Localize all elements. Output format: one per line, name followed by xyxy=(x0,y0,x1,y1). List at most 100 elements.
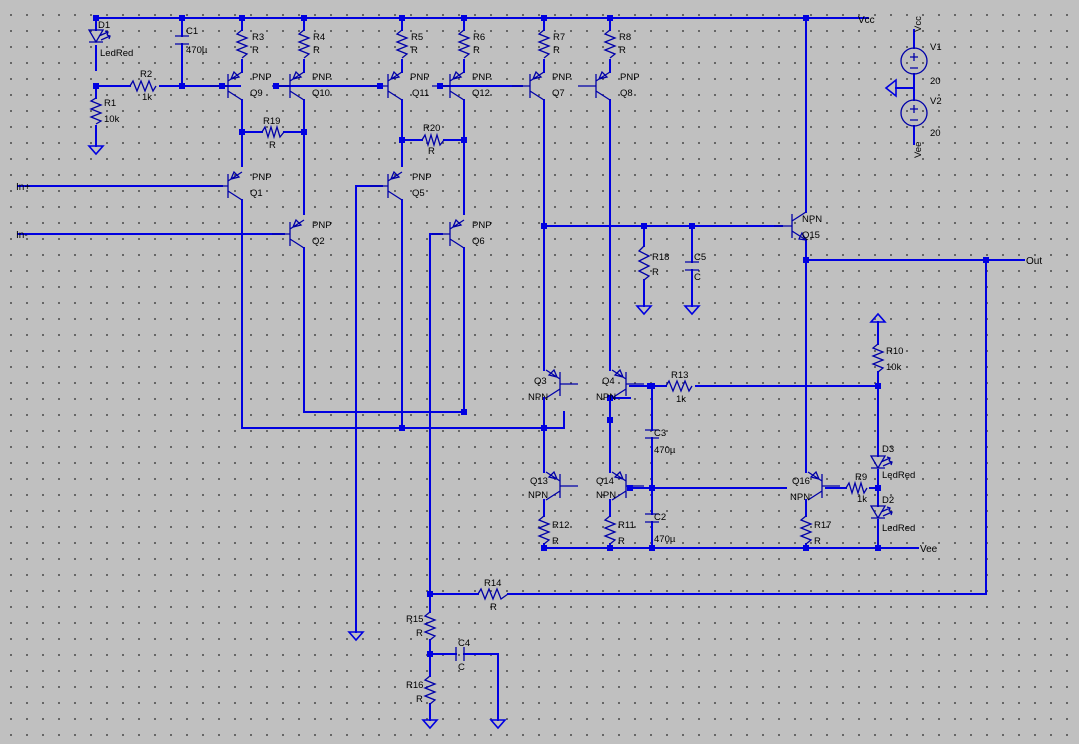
junction-dot xyxy=(649,545,655,551)
junction-dot xyxy=(541,545,547,551)
junction-dot xyxy=(461,409,467,415)
transistor-q1-name: Q1 xyxy=(250,188,263,199)
resistor-r19-name: R19 xyxy=(263,116,280,127)
transistor-q9-name: Q9 xyxy=(250,88,263,99)
resistor-r1-name: R1 xyxy=(104,98,116,109)
transistor-q10-type: PNP xyxy=(312,72,332,83)
transistor-q3 xyxy=(545,368,578,399)
resistor-r4-name: R4 xyxy=(313,32,325,43)
transistor-q3-type: NPN xyxy=(528,392,548,403)
capacitor-c3-name: C3 xyxy=(654,428,666,439)
transistor-q4-name: Q4 xyxy=(602,376,615,387)
resistor-r18-value: R xyxy=(652,267,659,278)
transistor-q3-name: Q3 xyxy=(534,376,547,387)
resistor-r5-value: R xyxy=(411,45,418,56)
transistor-q6 xyxy=(432,218,465,249)
junction-dot xyxy=(541,15,547,21)
transistor-q15-type: NPN xyxy=(802,214,822,225)
junction-dot xyxy=(399,425,405,431)
transistor-q1 xyxy=(210,170,243,201)
resistor-r11-value: R xyxy=(618,536,625,547)
junction-dot xyxy=(427,591,433,597)
transistor-q14-type: NPN xyxy=(596,490,616,501)
transistor-q13 xyxy=(545,470,578,501)
source-v2-label: Vee xyxy=(913,142,924,158)
junctions xyxy=(93,15,989,657)
transistor-q8 xyxy=(578,70,611,101)
resistor-r6-value: R xyxy=(473,45,480,56)
transistor-q11 xyxy=(370,70,403,101)
junction-dot xyxy=(649,383,655,389)
resistor-r8-name: R8 xyxy=(619,32,631,43)
ground-symbols xyxy=(87,78,897,730)
net-label-in-plus: In+ xyxy=(16,182,30,193)
transistor-q5-type: PNP xyxy=(412,172,432,183)
capacitor-c1-name: C1 xyxy=(186,26,198,37)
capacitor-c2-name: C2 xyxy=(654,512,666,523)
transistor-q14-name: Q14 xyxy=(596,476,614,487)
junction-dot xyxy=(689,223,695,229)
capacitor-c4-name: C4 xyxy=(458,638,470,649)
junction-dot xyxy=(239,129,245,135)
junction-dot xyxy=(93,83,99,89)
source-v1-value: 20 xyxy=(930,76,941,87)
junction-dot xyxy=(541,223,547,229)
junction-dot xyxy=(239,15,245,21)
transistor-q2-type: PNP xyxy=(312,220,332,231)
transistor-q16-type: NPN xyxy=(790,492,810,503)
transistor-q5 xyxy=(370,170,403,201)
resistor-r2-value: 1k xyxy=(142,92,152,103)
junction-dot xyxy=(301,129,307,135)
resistor-r15-name: R15 xyxy=(406,614,423,625)
source-v1-label: Vcc xyxy=(913,16,924,32)
transistor-q10 xyxy=(272,70,305,101)
junction-dot xyxy=(179,15,185,21)
transistor-q5-name: Q5 xyxy=(412,188,425,199)
transistor-q4 xyxy=(611,368,644,399)
diode-d2-value: LedRed xyxy=(882,523,915,534)
junction-dot xyxy=(219,83,225,89)
transistor-q15-name: Q15 xyxy=(802,230,820,241)
net-label-vee: Vee xyxy=(920,544,938,555)
transistor-q16-name: Q16 xyxy=(792,476,810,487)
voltage-sources xyxy=(900,47,928,127)
resistor-r16-name: R16 xyxy=(406,680,423,691)
resistor-r12-name: R12 xyxy=(552,520,569,531)
resistor-r17-name: R17 xyxy=(814,520,831,531)
capacitor-c5-name: C5 xyxy=(694,252,706,263)
resistor-r15-value: R xyxy=(416,628,423,639)
resistor-r14-name: R14 xyxy=(484,578,501,589)
transistor-q8-name: Q8 xyxy=(620,88,633,99)
resistor-r11-name: R11 xyxy=(618,520,635,531)
junction-dot xyxy=(461,137,467,143)
junction-dot xyxy=(875,545,881,551)
source-v2-value: 20 xyxy=(930,128,941,139)
transistor-q11-type: PNP xyxy=(410,72,430,83)
junction-dot xyxy=(607,15,613,21)
transistor-q12-name: Q12 xyxy=(472,88,490,99)
transistor-q15 xyxy=(774,211,808,241)
resistor-r3-name: R3 xyxy=(252,32,264,43)
junction-dot xyxy=(803,257,809,263)
junction-dot xyxy=(377,83,383,89)
resistor-r1-value: 10k xyxy=(104,114,120,125)
junction-dot xyxy=(273,83,279,89)
resistor-r8-value: R xyxy=(619,45,626,56)
junction-dot xyxy=(607,545,613,551)
resistor-r9-value: 1k xyxy=(857,494,867,505)
junction-dot xyxy=(399,15,405,21)
transistor-q7-type: PNP xyxy=(552,72,572,83)
junction-dot xyxy=(875,485,881,491)
labels: VccVeeIn+In-OutR110kR21kR3RR4RR5RR6RR7RR… xyxy=(16,15,1042,705)
junction-dot xyxy=(649,485,655,491)
transistor-q6-name: Q6 xyxy=(472,236,485,247)
transistor-q11-name: Q11 xyxy=(412,88,429,99)
capacitor-c3-value: 470µ xyxy=(654,445,676,456)
junction-dot xyxy=(399,137,405,143)
junction-dot xyxy=(179,83,185,89)
junction-dot xyxy=(93,15,99,21)
transistor-q10-name: Q10 xyxy=(312,88,330,99)
junction-dot xyxy=(803,15,809,21)
capacitors xyxy=(175,35,699,661)
diode-d1-value: LedRed xyxy=(100,48,133,59)
